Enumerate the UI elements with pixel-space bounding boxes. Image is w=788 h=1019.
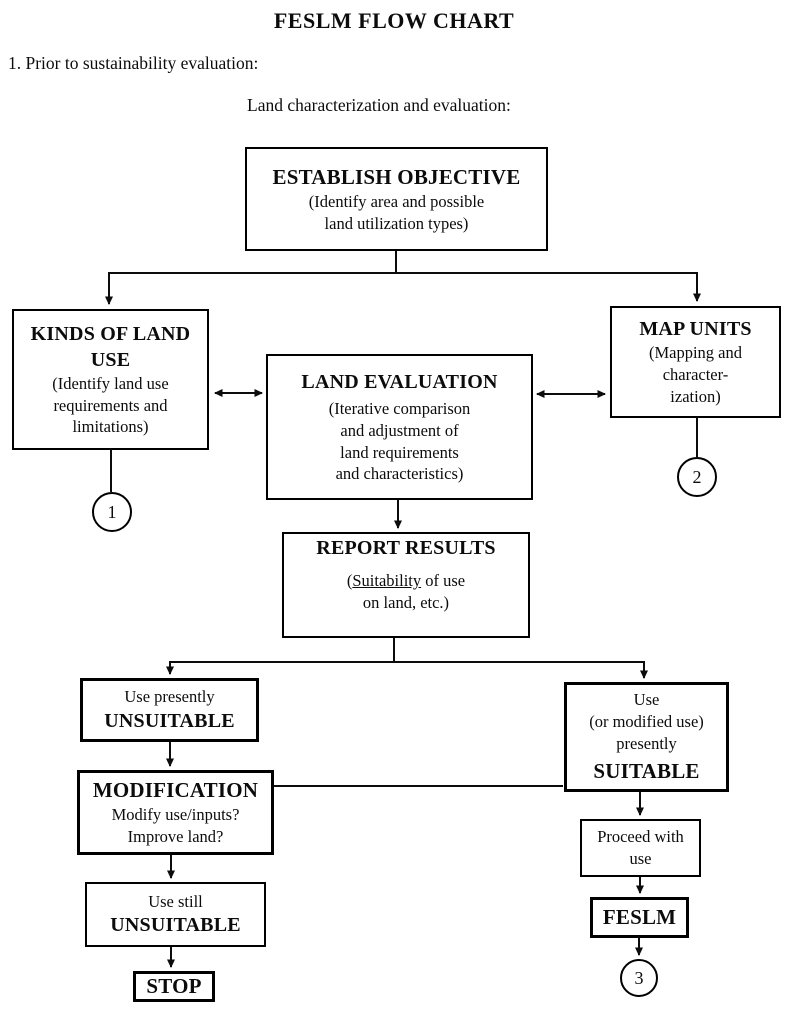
connector-circle-3: 3 xyxy=(620,959,658,997)
report-body-underlined: Suitability xyxy=(352,570,422,590)
node-land-evaluation: LAND EVALUATION (Iterative comparison an… xyxy=(266,354,533,500)
feslm-heading: FESLM xyxy=(602,904,677,929)
suitable-heading: SUITABLE xyxy=(593,758,700,783)
kinds-of-land-use-body: (Identify land use requirements and limi… xyxy=(52,373,169,437)
use-presently-line: Use presently xyxy=(124,687,215,707)
node-kinds-of-land-use: KINDS OF LAND USE (Identify land use req… xyxy=(12,309,209,450)
proceed-body: Proceed with use xyxy=(597,827,684,868)
map-units-heading: MAP UNITS xyxy=(639,318,752,341)
connector-circle-1: 1 xyxy=(92,492,132,532)
page-title: FESLM FLOW CHART xyxy=(273,8,515,33)
report-body-open: ( xyxy=(346,570,353,590)
map-units-body: (Mapping and character- ization) xyxy=(648,343,743,406)
node-modification: MODIFICATION Modify use/inputs? Improve … xyxy=(77,770,274,855)
node-feslm: FESLM xyxy=(590,897,689,938)
still-unsuitable-heading: UNSUITABLE xyxy=(110,914,241,937)
unsuitable-heading: UNSUITABLE xyxy=(104,709,235,732)
step-label: 1. Prior to sustainability evaluation: xyxy=(8,53,259,73)
node-map-units: MAP UNITS (Mapping and character- izatio… xyxy=(610,306,781,418)
report-body-after: of use xyxy=(421,570,466,590)
node-stop: STOP xyxy=(133,971,215,1002)
node-proceed-with-use: Proceed with use xyxy=(580,819,701,877)
suitable-lines: Use (or modified use) presently xyxy=(589,690,704,753)
node-use-presently-suitable: Use (or modified use) presently SUITABLE xyxy=(564,682,729,792)
report-body-line2: on land, etc.) xyxy=(362,592,450,612)
establish-objective-heading: ESTABLISH OBJECTIVE xyxy=(272,164,521,189)
sub-label: Land characterization and evaluation: xyxy=(247,95,511,115)
node-report-results: REPORT RESULTS (Suitability of use on la… xyxy=(282,532,530,638)
connector-circle-2: 2 xyxy=(677,457,717,497)
land-evaluation-body: (Iterative comparison and adjustment of … xyxy=(328,398,471,484)
use-still-line: Use still xyxy=(148,891,203,911)
node-use-presently-unsuitable: Use presently UNSUITABLE xyxy=(80,678,259,742)
report-results-body: (Suitability of use on land, etc.) xyxy=(347,570,465,635)
node-use-still-unsuitable: Use still UNSUITABLE xyxy=(85,882,266,947)
modification-body: Modify use/inputs? Improve land? xyxy=(111,805,240,847)
stop-heading: STOP xyxy=(146,973,202,998)
node-establish-objective: ESTABLISH OBJECTIVE (Identify area and p… xyxy=(245,147,548,251)
kinds-of-land-use-heading: KINDS OF LAND USE xyxy=(30,322,191,371)
modification-heading: MODIFICATION xyxy=(92,778,259,803)
report-results-heading: REPORT RESULTS xyxy=(316,536,496,559)
establish-objective-body: (Identify area and possible land utiliza… xyxy=(308,191,485,233)
land-evaluation-heading: LAND EVALUATION xyxy=(301,370,498,393)
